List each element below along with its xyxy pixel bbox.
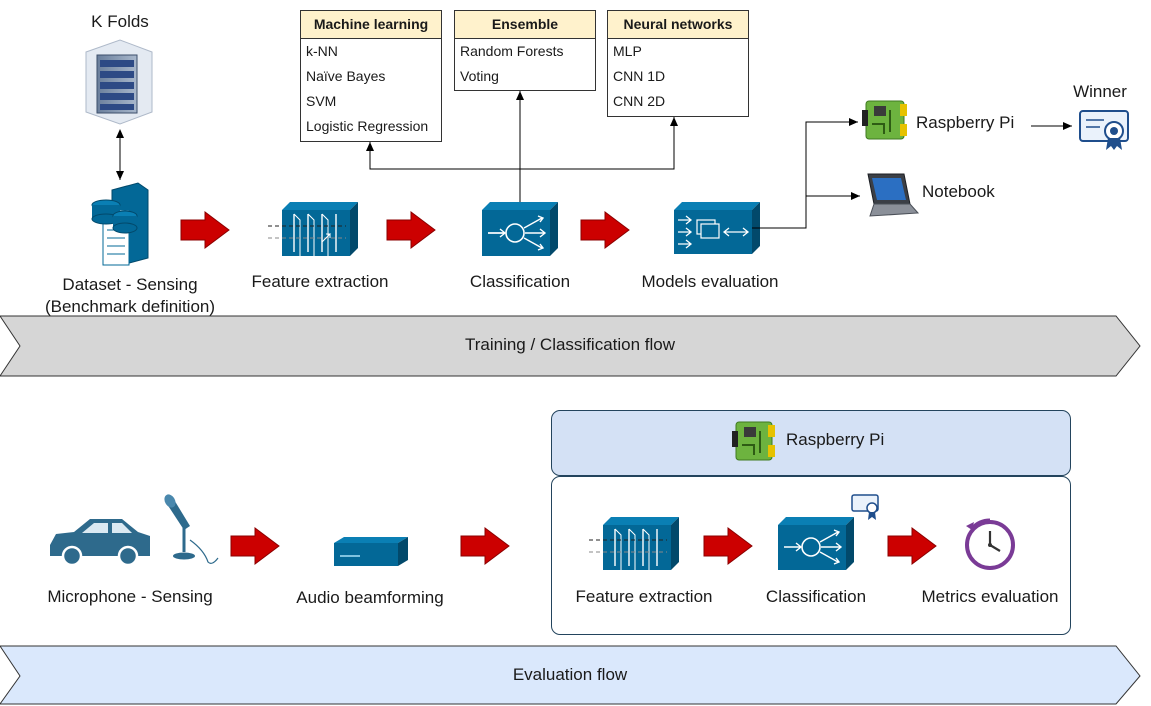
microphone-sensing-label: Microphone - Sensing [47,587,213,606]
notebook-label: Notebook [922,182,995,201]
ensemble-item-voting: Voting [460,68,499,84]
classification-eval-label: Classification [765,587,867,606]
ml-item-naive-bayes: Naïve Bayes [306,68,386,84]
audio-beamforming-label: Audio beamforming [296,588,444,607]
evaluation-flow-label: Evaluation flow [512,665,628,684]
dataset-label-line1: Dataset - Sensing [62,275,198,294]
classification-icon [482,202,558,256]
nn-item-cnn2d: CNN 2D [613,93,666,109]
winner-label: Winner [1073,82,1127,101]
flow-arrow-2 [386,211,436,249]
dataset-label: Dataset - Sensing (Benchmark definition) [20,274,240,318]
winner-certificate-icon [1079,110,1129,150]
nn-item-mlp: MLP [613,43,642,59]
machine-learning-title: Machine learning [301,11,441,39]
ml-item-svm: SVM [306,93,337,109]
notebook-icon [867,173,920,217]
ensemble-box: Ensemble Random Forests Voting [454,10,596,91]
neural-networks-box: Neural networks MLP CNN 1D CNN 2D [607,10,749,117]
classification-label: Classification [469,272,571,291]
raspberry-pi-panel-label: Raspberry Pi [786,430,885,449]
ensemble-title: Ensemble [455,11,595,39]
models-evaluation-icon [674,202,760,254]
ml-item-logistic-regression: Logistic Regression [306,118,429,134]
flow-arrow-3 [580,211,630,249]
classification-branch-connector [366,142,521,202]
ml-item-knn: k-NN [306,43,338,59]
metrics-evaluation-label: Metrics evaluation [921,587,1059,606]
feature-extraction-eval-label: Feature extraction [575,587,713,606]
eval-flow-arrow-2 [460,527,510,565]
neural-networks-title: Neural networks [608,11,748,39]
models-evaluation-label: Models evaluation [641,272,779,291]
evaluation-flow-arrow [0,645,1141,705]
raspberry-pi-panel [551,410,1071,476]
car-icon [50,519,150,567]
ensemble-item-random-forests: Random Forests [460,43,564,59]
nn-item-cnn1d: CNN 1D [613,68,666,84]
microphone-icon [164,494,219,564]
beamforming-device-icon [334,537,408,566]
raspberry-pi-label: Raspberry Pi [916,113,1015,132]
evaluation-panel [551,476,1071,635]
classification-to-nn-connector [520,117,678,170]
database-icon [91,182,149,266]
server-rack-icon [85,39,153,125]
training-flow-arrow [0,315,1141,377]
flow-arrow-1 [180,211,230,249]
training-flow-label: Training / Classification flow [464,335,676,354]
machine-learning-box: Machine learning k-NN Naïve Bayes SVM Lo… [300,10,442,142]
feature-extraction-label: Feature extraction [251,272,389,291]
eval-flow-arrow-1 [230,527,280,565]
raspberry-pi-icon [862,100,907,140]
kfolds-label: K Folds [91,12,149,31]
models-to-raspberry-connector [752,118,858,229]
feature-extraction-icon [268,202,358,256]
dataset-label-line2: (Benchmark definition) [44,297,216,316]
